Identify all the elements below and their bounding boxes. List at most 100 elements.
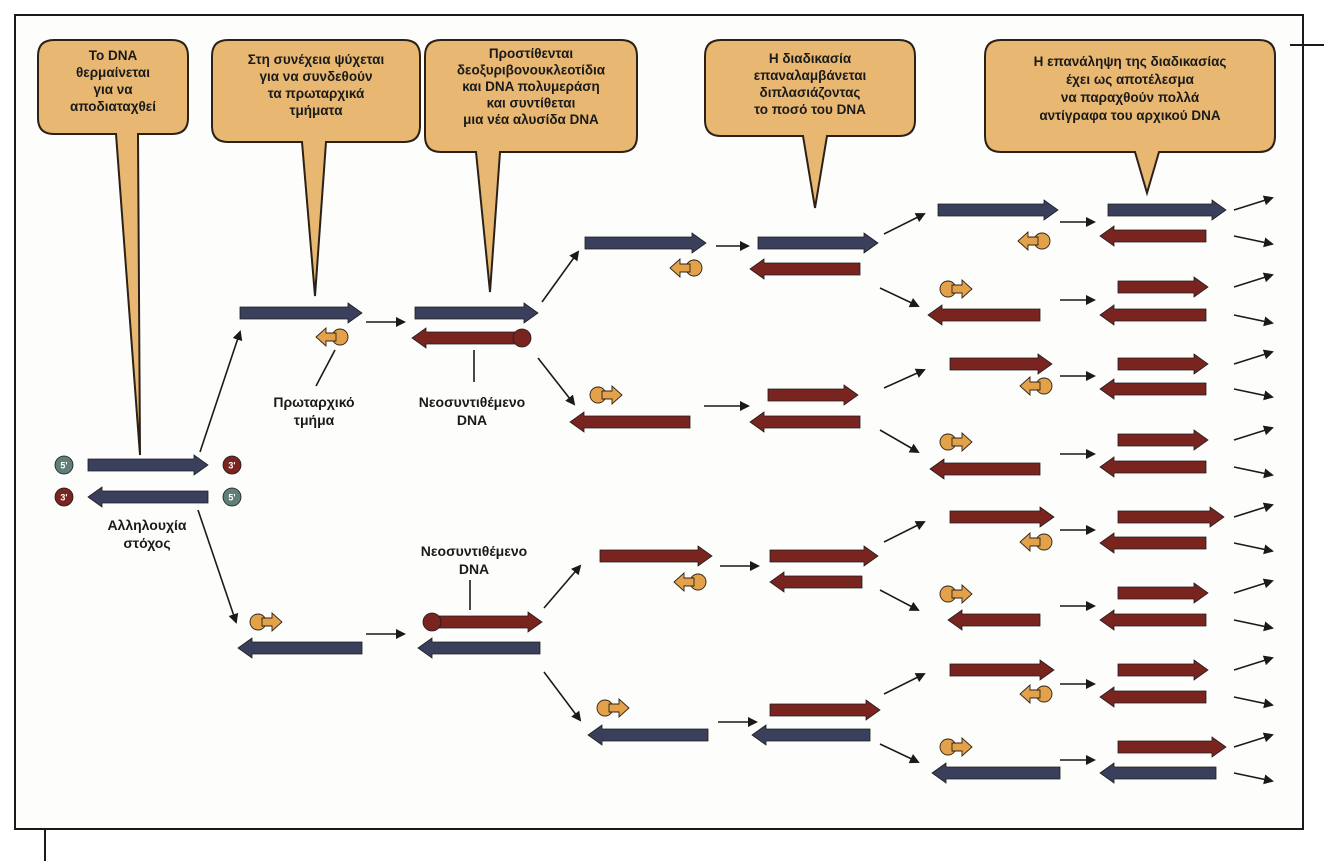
strand-body	[584, 232, 707, 254]
three-prime-end-top: 3'	[222, 455, 242, 475]
callout-text-line: δεοξυριβονουκλεοτίδια	[457, 63, 606, 78]
five-prime-end-bottom: 5'	[222, 487, 242, 507]
output-arrow-8	[1233, 466, 1274, 479]
polymerase-bulb	[512, 328, 532, 348]
strand-body	[949, 659, 1055, 681]
new-dna-bottom-label: Νεοσυντιθέμενο	[421, 543, 527, 559]
primer-arrow	[673, 571, 695, 593]
strand-body	[417, 637, 541, 659]
strand-body	[947, 609, 1041, 631]
strand-body	[1099, 378, 1207, 400]
strand-body	[949, 506, 1055, 528]
l4-a-top	[757, 232, 879, 254]
process-arrow-17	[883, 521, 926, 543]
strand-body	[927, 304, 1041, 326]
end-marker-text: 5'	[228, 493, 235, 503]
end-marker-dot	[54, 487, 74, 507]
l2-bottom-template	[417, 637, 541, 659]
callout-text-line: για να	[93, 82, 133, 97]
new-dna-top-label: DNA	[457, 412, 487, 428]
end-marker-dot	[54, 455, 74, 475]
output-arrow-14	[1233, 696, 1274, 709]
l6-strand-2	[1099, 225, 1207, 247]
strand-body	[949, 353, 1053, 375]
three-prime-end-bottom: 3'	[54, 487, 74, 507]
primer-arrow	[951, 431, 973, 453]
end-marker-text: 3'	[60, 493, 67, 503]
l4-d-bottom	[751, 724, 871, 746]
primer-1	[315, 326, 349, 348]
callout-text-line: Στη συνέχεια ψύχεται	[248, 52, 385, 67]
process-arrow-6	[537, 357, 576, 406]
l5-strand-3	[949, 353, 1053, 375]
target-sequence-label: Αλληλουχία	[107, 517, 186, 533]
bottom-tick-mark	[44, 830, 46, 861]
l6-strand-9	[1117, 506, 1225, 528]
l5-strand-4	[929, 458, 1041, 480]
primer-9	[1019, 375, 1053, 397]
primer-arrow	[1019, 683, 1041, 705]
strand-body	[749, 411, 861, 433]
process-arrow-7	[543, 564, 582, 609]
l1-top-template	[239, 302, 363, 324]
process-arrow-1	[199, 330, 243, 453]
callout-text-line: το ποσό του DNA	[754, 102, 866, 117]
callout-text-line: επαναλαμβάνεται	[754, 68, 867, 83]
strand-body	[1117, 276, 1209, 298]
l6-strand-10	[1099, 532, 1207, 554]
callout-text-line: διπλασιάζοντας	[760, 85, 861, 100]
process-arrow-19	[883, 673, 926, 695]
strand-body	[757, 232, 879, 254]
strand-body	[1099, 532, 1207, 554]
primer-arrow	[608, 697, 630, 719]
l6-strand-6	[1099, 378, 1207, 400]
dna-strands	[87, 199, 1227, 784]
new-dna-bottom-label: DNA	[459, 561, 489, 577]
strand-body	[769, 699, 881, 721]
strand-body	[87, 486, 209, 508]
l5-strand-5	[949, 506, 1055, 528]
strand-body	[751, 724, 871, 746]
primer-13	[1019, 683, 1053, 705]
primer-arrow	[951, 736, 973, 758]
callout-text-line: τμήματα	[289, 103, 343, 118]
l6-strand-3	[1117, 276, 1209, 298]
primer-label-pointer	[315, 349, 336, 387]
output-arrow-6	[1233, 388, 1274, 401]
output-arrow-3	[1233, 272, 1274, 288]
process-arrow-13	[883, 213, 926, 235]
process-arrow-5	[541, 250, 580, 303]
strand-body	[1117, 659, 1209, 681]
output-arrow-13	[1233, 655, 1274, 671]
callout-text-line: θερμαίνεται	[76, 65, 150, 80]
primer-12	[939, 583, 973, 605]
primer-arrow	[261, 611, 283, 633]
callout-bubble-1	[37, 39, 189, 456]
output-arrow-5	[1233, 349, 1274, 365]
callout-text-line: έχει ως αποτέλεσμα	[1066, 72, 1195, 87]
strand-body	[929, 458, 1041, 480]
strand-body	[411, 327, 523, 349]
l6-strand-4	[1099, 304, 1207, 326]
process-arrow-14	[879, 287, 920, 308]
output-arrow-4	[1233, 314, 1274, 327]
end-marker-text: 5'	[60, 461, 67, 471]
process-arrow-8	[543, 671, 582, 722]
primer-arrow	[601, 384, 623, 406]
primer-8	[939, 278, 973, 300]
l6-strand-11	[1117, 582, 1209, 604]
primer-2	[249, 611, 283, 633]
l1-bottom-template	[237, 637, 363, 659]
strand-body	[769, 571, 863, 593]
callout-text-line: αντίγραφα του αρχικού DNA	[1039, 108, 1221, 123]
l6-strand-1	[1107, 199, 1227, 221]
strand-body	[937, 199, 1059, 221]
target-sequence-label: στόχος	[123, 535, 170, 551]
l4-b-bottom	[749, 411, 861, 433]
output-arrow-12	[1233, 619, 1274, 632]
l3-c-strand	[599, 545, 713, 567]
l5-strand-8	[931, 762, 1061, 784]
l4-b-top	[767, 384, 859, 406]
five-prime-end-top: 5'	[54, 455, 74, 475]
